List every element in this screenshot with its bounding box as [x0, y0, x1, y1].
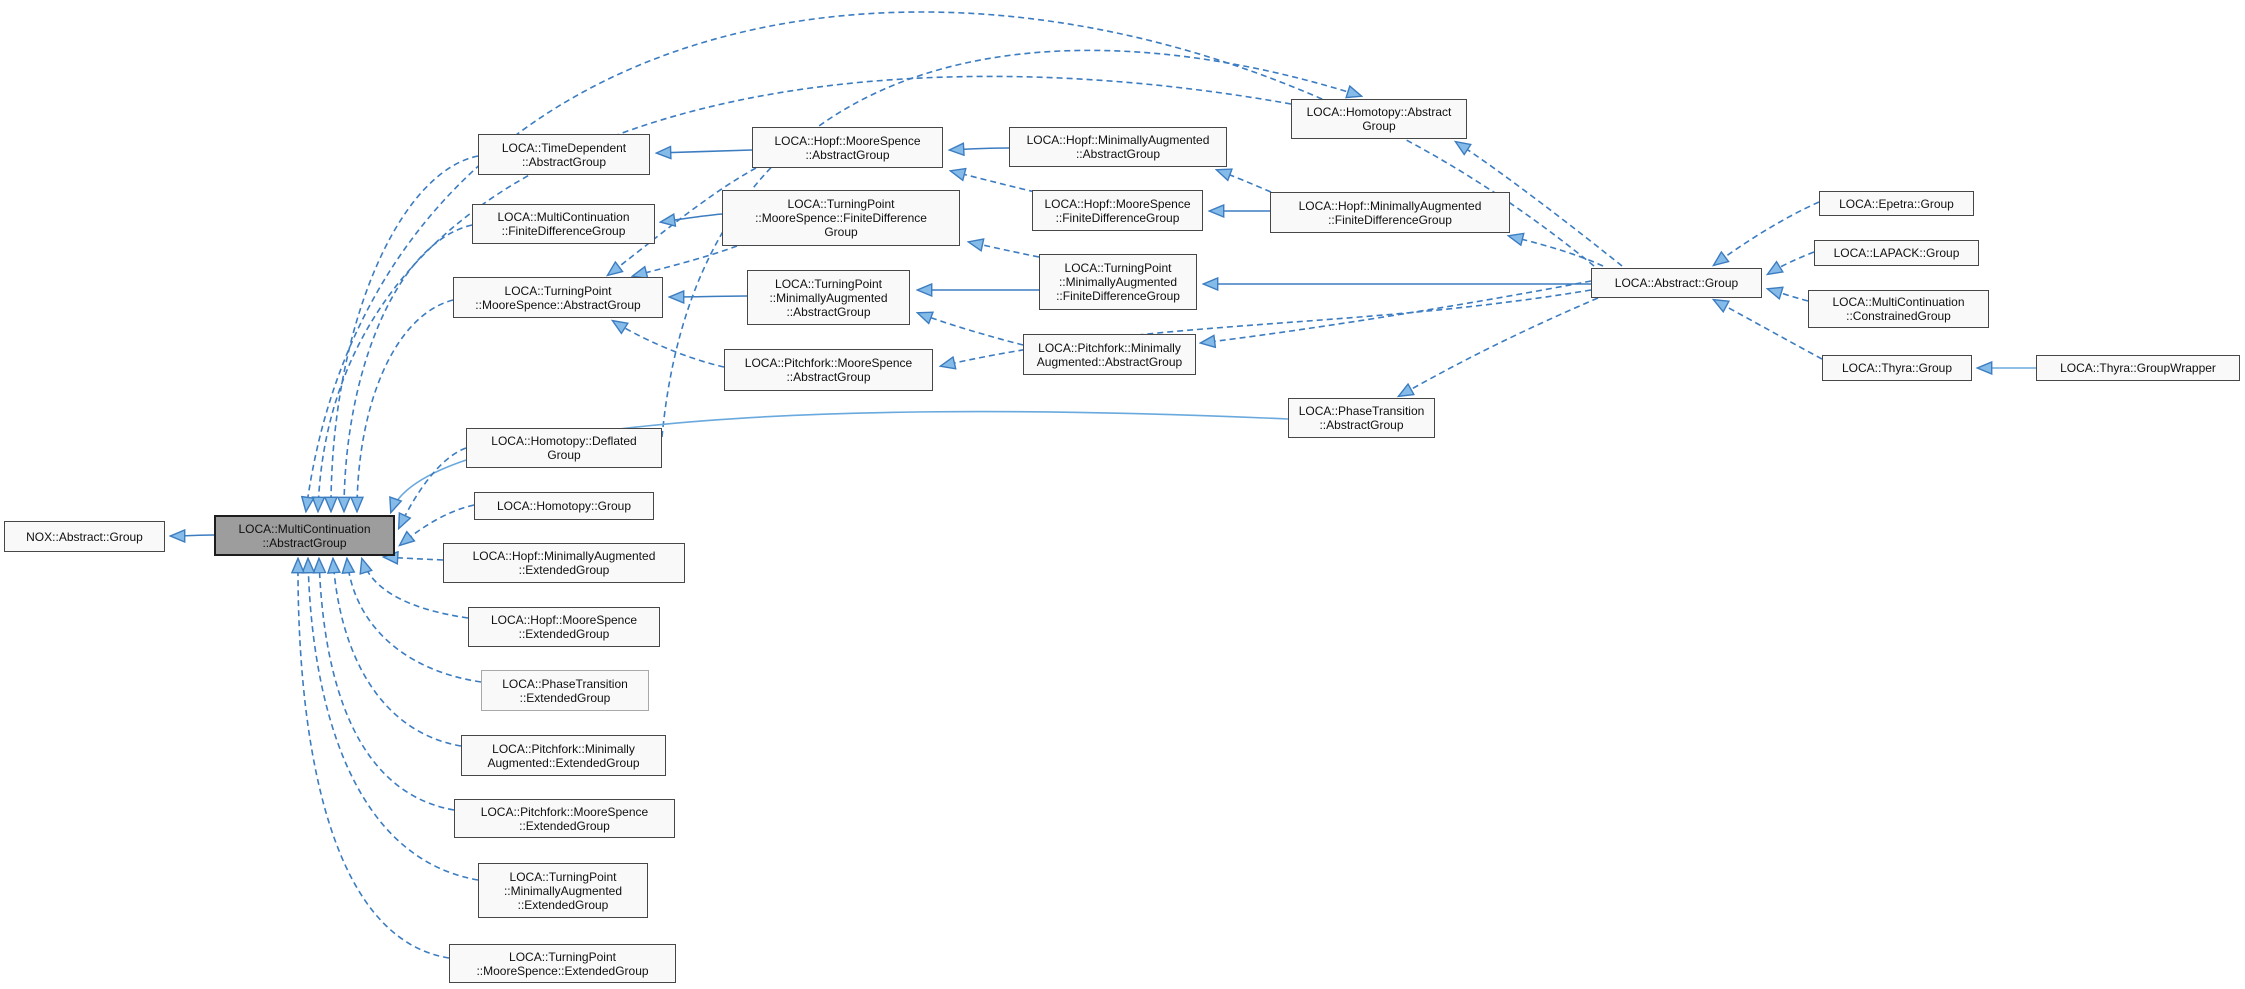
- class-node-loca-epetra-group[interactable]: LOCA::Epetra::Group: [1819, 191, 1974, 216]
- class-node-loca-thyra-groupwrapper[interactable]: LOCA::Thyra::GroupWrapper: [2036, 355, 2240, 381]
- edge-homdef-to-main: [399, 447, 467, 528]
- class-node-loca-multicontinuation-constrainedgroup[interactable]: LOCA::MultiContinuation ::ConstrainedGro…: [1808, 290, 1989, 328]
- class-node-loca-homotopy-deflatedgroup[interactable]: LOCA::Homotopy::Deflated Group: [466, 428, 662, 468]
- class-node-loca-multicontinuation-finitedifferencegroup[interactable]: LOCA::MultiContinuation ::FiniteDifferen…: [472, 204, 655, 244]
- class-node-loca-abstract-group[interactable]: LOCA::Abstract::Group: [1591, 268, 1762, 298]
- edge-tpmsextg-to-main: [298, 559, 450, 959]
- class-node-loca-pitchfork-moorespence-abstractgroup[interactable]: LOCA::Pitchfork::MooreSpence ::AbstractG…: [724, 349, 933, 391]
- class-node-loca-turningpoint-moorespence-extendedgroup[interactable]: LOCA::TurningPoint ::MooreSpence::Extend…: [449, 944, 676, 983]
- class-node-loca-timedependent-abstractgroup[interactable]: LOCA::TimeDependent ::AbstractGroup: [478, 134, 650, 175]
- class-node-loca-pitchfork-minimallyaugmented-abstractgroup[interactable]: LOCA::Pitchfork::Minimally Augmented::Ab…: [1023, 334, 1196, 375]
- class-node-loca-hopf-minimallyaugmented-extendedgroup[interactable]: LOCA::Hopf::MinimallyAugmented ::Extende…: [443, 543, 685, 583]
- edge-hopfminfdg-to-hopfminag: [1217, 170, 1272, 193]
- edge-pfmsag-to-tpmsag: [613, 321, 725, 368]
- edge-hopfmsag-to-tpmsag: [608, 167, 757, 275]
- edge-absgrp-to-homag: [1456, 142, 1623, 267]
- edge-hopfmsfdg-to-hopfmsag: [951, 171, 1036, 193]
- class-node-loca-lapack-group[interactable]: LOCA::LAPACK::Group: [1814, 240, 1979, 266]
- edge-hopfminextg-to-main: [384, 557, 444, 560]
- edge-hopfmsextg-to-main: [362, 559, 469, 619]
- edge-thyra-to-absgrp: [1714, 300, 1823, 360]
- class-node-loca-hopf-minimallyaugmented-abstractgroup[interactable]: LOCA::Hopf::MinimallyAugmented ::Abstrac…: [1009, 127, 1227, 167]
- edge-absgrp-to-hopfminfdg: [1509, 236, 1604, 267]
- edge-absgrp-to-ptag: [1399, 297, 1599, 396]
- edge-ptag-to-main: [391, 410, 1289, 512]
- edge-mcconstr-to-absgrp: [1768, 289, 1809, 302]
- class-node-loca-pitchfork-moorespence-extendedgroup[interactable]: LOCA::Pitchfork::MooreSpence ::ExtendedG…: [454, 799, 675, 838]
- class-node-nox-abstract-group[interactable]: NOX::Abstract::Group: [4, 521, 165, 552]
- edge-ptextg-to-main: [347, 559, 482, 683]
- class-node-loca-turningpoint-moorespence-finitedifferencegroup[interactable]: LOCA::TurningPoint ::MooreSpence::Finite…: [722, 190, 960, 246]
- edge-lapack-to-absgrp: [1768, 251, 1815, 274]
- edge-pfminextg-to-main: [333, 559, 462, 747]
- edge-tpmsfdg-to-tpmsag: [633, 245, 738, 276]
- edge-epetra-to-absgrp: [1714, 201, 1820, 265]
- edge-hopfminag-to-hopfmsag: [950, 148, 1010, 150]
- class-node-loca-homotopy-abstractgroup[interactable]: LOCA::Homotopy::Abstract Group: [1291, 99, 1467, 139]
- class-node-loca-hopf-moorespence-finitedifferencegroup[interactable]: LOCA::Hopf::MooreSpence ::FiniteDifferen…: [1032, 190, 1203, 231]
- class-node-loca-multicontinuation-abstractgroup[interactable]: LOCA::MultiContinuation ::AbstractGroup: [214, 515, 395, 556]
- class-node-loca-pitchfork-minimallyaugmented-extendedgroup[interactable]: LOCA::Pitchfork::Minimally Augmented::Ex…: [461, 735, 666, 776]
- edge-tpminextg-to-main: [308, 559, 479, 881]
- edge-pfmsextg-to-main: [319, 559, 455, 811]
- edge-main-to-nox: [171, 535, 215, 536]
- edge-tpminag-to-tpmsag: [670, 296, 748, 297]
- class-node-loca-phasetransition-abstractgroup[interactable]: LOCA::PhaseTransition ::AbstractGroup: [1288, 398, 1435, 438]
- edge-tpmsfdg-to-mcfdg: [661, 214, 723, 222]
- edge-timedep-to-main: [331, 155, 479, 511]
- class-node-loca-thyra-group[interactable]: LOCA::Thyra::Group: [1822, 355, 1972, 381]
- edge-pfminag-to-tpminag: [918, 313, 1024, 346]
- edge-homdef-to-homag: [661, 49, 1361, 438]
- edge-tpminfdg-to-tpmsfdg: [969, 242, 1040, 258]
- edge-homgrp-to-main: [400, 504, 475, 545]
- edge-absgrp-to-pfminag: [1201, 280, 1592, 343]
- class-node-loca-turningpoint-minimallyaugmented-extendedgroup[interactable]: LOCA::TurningPoint ::MinimallyAugmented …: [478, 863, 648, 918]
- class-node-loca-hopf-moorespence-extendedgroup[interactable]: LOCA::Hopf::MooreSpence ::ExtendedGroup: [468, 607, 660, 647]
- class-node-loca-turningpoint-moorespence-abstractgroup[interactable]: LOCA::TurningPoint ::MooreSpence::Abstra…: [453, 277, 663, 318]
- class-node-loca-homotopy-group[interactable]: LOCA::Homotopy::Group: [474, 492, 654, 520]
- edge-homag-to-main: [318, 75, 1292, 511]
- class-node-loca-turningpoint-minimallyaugmented-finitedifferencegroup[interactable]: LOCA::TurningPoint ::MinimallyAugmented …: [1039, 254, 1197, 310]
- class-node-loca-hopf-moorespence-abstractgroup[interactable]: LOCA::Hopf::MooreSpence ::AbstractGroup: [752, 127, 943, 168]
- class-node-loca-phasetransition-extendedgroup[interactable]: LOCA::PhaseTransition ::ExtendedGroup: [481, 670, 649, 711]
- class-node-loca-hopf-minimallyaugmented-finitedifferencegroup[interactable]: LOCA::Hopf::MinimallyAugmented ::FiniteD…: [1270, 192, 1510, 233]
- class-node-loca-turningpoint-minimallyaugmented-abstractgroup[interactable]: LOCA::TurningPoint ::MinimallyAugmented …: [747, 270, 910, 325]
- edge-mcfdg-to-main: [344, 224, 473, 511]
- edge-tpmsag-to-main: [357, 299, 454, 511]
- edge-hopfmsag-to-timedep: [657, 150, 753, 153]
